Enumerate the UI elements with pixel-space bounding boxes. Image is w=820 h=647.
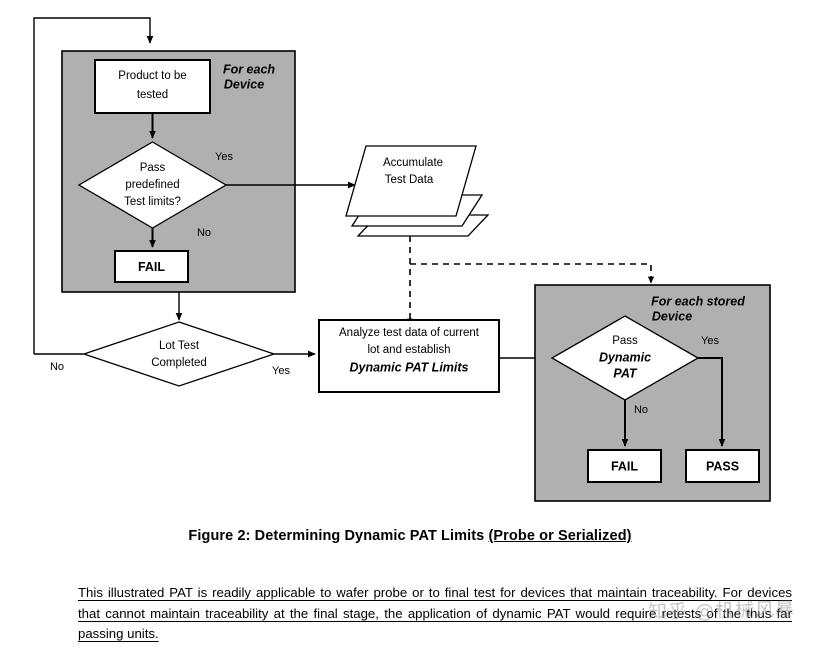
node-analyze-test-data [318,319,500,393]
group-label-for-each-device-line2: Device [224,77,264,91]
figure-caption: Figure 2: Determining Dynamic PAT Limits… [0,528,820,544]
node-product-to-be-tested-line2: tested [137,89,168,101]
figure-caption-underlined: (Probe or Serialized) [488,528,632,544]
edge-label-predefined-yes: Yes [215,151,233,163]
node-pass-stored [685,449,760,483]
node-product-to-be-tested-line1: Product to be [118,70,186,82]
node-fail-stored-label: FAIL [611,459,638,473]
node-pass-dynamic-pat-line1: Pass [612,335,638,347]
group-label-for-each-device-line1: For each [223,62,275,76]
node-pass-predefined-line1: Pass [140,162,166,174]
group-label-for-each-stored-device-line1: For each stored [651,294,745,308]
figure-body-text: This illustrated PAT is readily applicab… [78,585,792,641]
edge-label-dynamic-yes: Yes [701,335,719,347]
edge-accumulate-to-stored-group-dashed [410,263,655,284]
node-analyze-test-data-line3: Dynamic PAT Limits [349,360,468,374]
node-lot-test-completed-line2: Completed [151,357,207,369]
node-analyze-test-data-line1: Analyze test data of current [339,327,480,339]
node-lot-test-completed [81,321,277,387]
node-lot-test-completed-line1: Lot Test [159,340,200,352]
edge-label-lot-yes: Yes [272,365,290,377]
node-accumulate-test-data-sheet1 [345,145,477,217]
node-fail-stored [587,449,662,483]
node-accumulate-test-data-line2: Test Data [385,174,434,186]
edge-label-dynamic-no: No [634,404,648,416]
node-accumulate-test-data-line1: Accumulate [383,157,443,169]
edge-label-predefined-no: No [197,227,211,239]
figure-caption-main: Figure 2: Determining Dynamic PAT Limits [188,528,489,544]
node-pass-predefined-line3: Test limits? [124,196,181,208]
node-analyze-test-data-line2: lot and establish [367,344,450,356]
edge-label-lot-no: No [50,361,64,373]
edge-dynamic-pat-yes-to-pass [698,357,726,447]
edge-lot-test-no-feedback [33,17,154,354]
node-product-to-be-tested [94,59,211,114]
node-pass-dynamic-pat-line2: Dynamic [599,350,651,364]
group-label-for-each-stored-device-line2: Device [652,309,692,323]
node-pass-stored-label: PASS [706,459,739,473]
node-fail-device [114,250,189,283]
node-pass-predefined-line2: predefined [125,179,179,191]
node-pass-dynamic-pat-line3: PAT [613,366,638,380]
node-fail-device-label: FAIL [138,260,165,274]
